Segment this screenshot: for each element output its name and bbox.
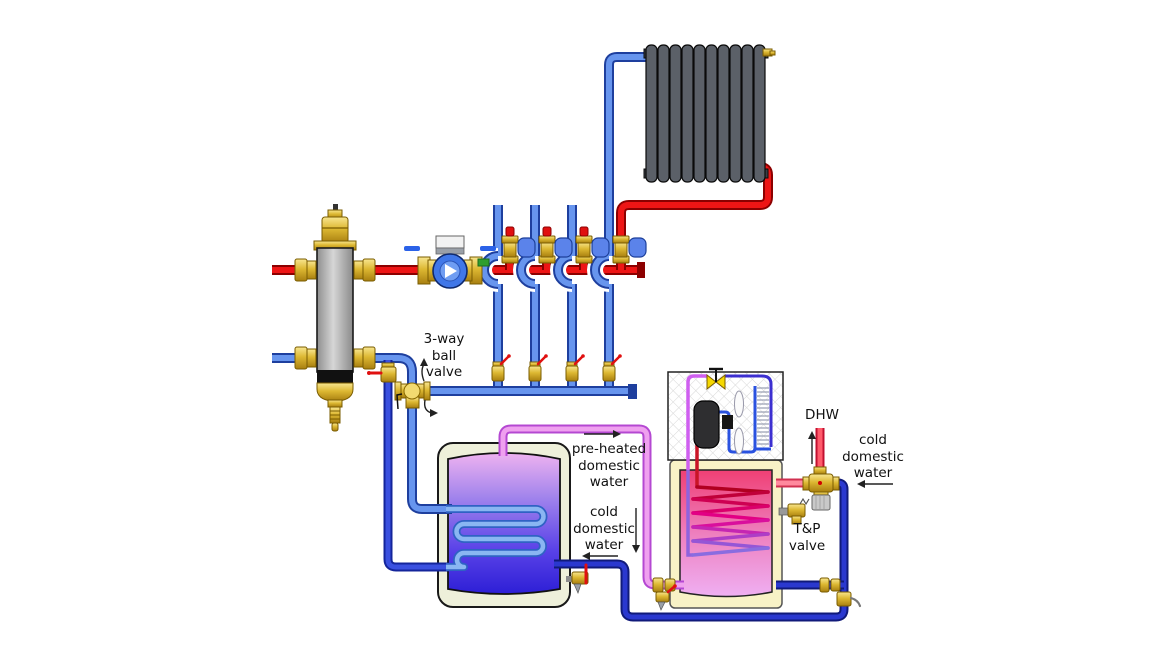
panel-radiator [643, 44, 776, 183]
refrigerant-to-expansion-valve [686, 374, 707, 470]
radiator-air-vent-icon [762, 48, 776, 57]
flow-arrows [582, 430, 893, 560]
preheat-tank-coil [446, 505, 548, 571]
small-ball-valve [491, 354, 511, 382]
expansion-valve-icon [706, 367, 726, 391]
zone-valve [501, 226, 536, 264]
cold-inlet-valve [819, 577, 841, 593]
valve-actuator [554, 237, 573, 258]
valve-handle-mark [396, 393, 403, 410]
pump-flow-arrow-icon [445, 264, 457, 278]
compressor [693, 400, 720, 449]
coil-return-isolation-valve [367, 362, 397, 383]
thermostatic-mixing-valve [802, 466, 840, 511]
suction-line [719, 386, 757, 454]
circulator-pump [404, 235, 496, 289]
valve-actuator [591, 237, 610, 258]
return-branch-valves [491, 354, 622, 382]
heat-pump-module [667, 367, 784, 557]
radiator-fins [645, 44, 766, 183]
return-manifold-end-cap [628, 384, 637, 399]
check-valve-tag [477, 258, 490, 267]
three-way-ball-valve [394, 358, 438, 417]
cold-water-label-right: cold domestic water [842, 432, 904, 482]
mixing-valve-cap [811, 494, 831, 511]
separator-body [316, 247, 354, 373]
hpwh-drain-valve [655, 584, 677, 611]
valve-actuator [517, 237, 536, 258]
hydraulic-separator [294, 204, 376, 432]
zone-valve [575, 226, 610, 264]
small-ball-valve [528, 354, 548, 382]
zone-valve-radiator-circuit [612, 235, 647, 264]
pump-isolation-lever [404, 246, 420, 251]
pre-heated-water-pipe [498, 424, 684, 590]
separator-port-unions [294, 258, 376, 370]
cold-water-label-left: cold domestic water [573, 504, 635, 554]
tp-relief-valve [778, 497, 810, 525]
expansion-to-evaporator [725, 374, 773, 447]
coil-return-pipe [383, 360, 449, 572]
hpwh-condenser-coil [691, 485, 770, 557]
dhw-label: DHW [805, 407, 839, 423]
pump-controller [435, 235, 465, 249]
small-ball-valve [602, 354, 622, 382]
tp-valve-lever [799, 497, 810, 506]
cold-riser-valve [836, 591, 862, 608]
manifold-zone-valves [501, 226, 647, 264]
zone-valve [538, 226, 573, 264]
supply-manifold-end-cap [637, 262, 645, 278]
preheat-tank-drain-valve [566, 563, 589, 594]
separator-dirt-zone [317, 370, 353, 383]
evaporator-coil [757, 387, 769, 445]
tp-valve-label: T&P valve [788, 521, 826, 554]
pump-isolation-lever [480, 246, 496, 251]
three-way-valve-label: 3-way ball valve [423, 331, 465, 381]
air-vent-icon [321, 216, 349, 244]
fan-icon [722, 390, 744, 455]
small-ball-valve [565, 354, 585, 382]
pre-heated-water-label: pre-heated domestic water [571, 441, 647, 491]
valve-actuator [628, 237, 647, 258]
